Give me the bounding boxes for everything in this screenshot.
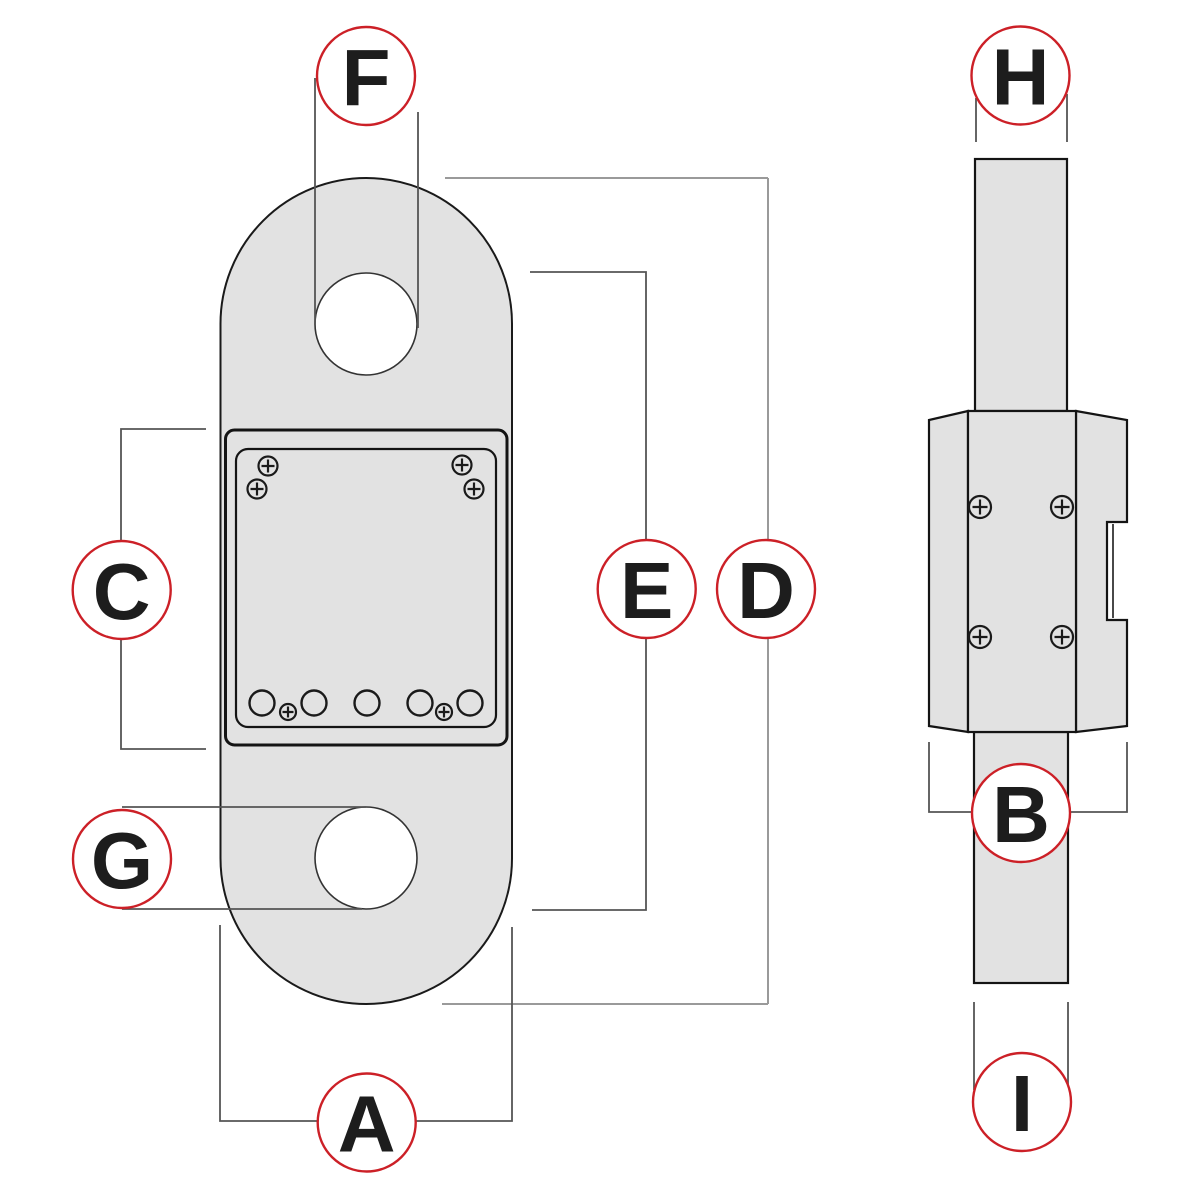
side-housing-right-plate [1074, 409, 1129, 734]
label-C: C [71, 539, 172, 641]
label-D-text: D [737, 546, 795, 635]
side-housing-left-plate [927, 409, 970, 734]
front-button-5 [456, 689, 484, 717]
side-housing-face [966, 409, 1078, 734]
label-B-text: B [992, 770, 1050, 859]
label-D: D [715, 538, 817, 640]
label-I: I [971, 1051, 1073, 1153]
label-H-text: H [992, 33, 1050, 122]
screw-top-left-1 [257, 455, 279, 477]
front-button-4 [406, 689, 434, 717]
screw-bottom-row-2 [434, 702, 454, 722]
screw-top-right-2 [463, 478, 485, 500]
side-screw-3 [967, 624, 993, 650]
label-G-text: G [91, 816, 153, 905]
label-C-text: C [93, 547, 151, 636]
label-F-text: F [342, 33, 391, 122]
side-top-bar [973, 157, 1069, 413]
side-screw-4 [1049, 624, 1075, 650]
front-button-2 [300, 689, 328, 717]
label-F: F [315, 25, 417, 127]
dimension-labels: F H C E D G B A [71, 25, 1073, 1173]
screw-top-right-1 [451, 454, 473, 476]
front-view [219, 177, 513, 1005]
front-panel-inner [234, 447, 498, 729]
side-screw-2 [1049, 494, 1075, 520]
label-A-text: A [338, 1080, 396, 1169]
front-button-3 [353, 689, 381, 717]
front-bottom-hole [314, 806, 418, 910]
front-button-1 [248, 689, 276, 717]
label-G: G [71, 808, 173, 910]
label-I-text: I [1011, 1059, 1033, 1148]
label-E-text: E [620, 546, 673, 635]
label-E: E [596, 538, 697, 640]
label-A: A [316, 1072, 417, 1173]
label-B: B [970, 762, 1072, 864]
screw-top-left-2 [246, 478, 268, 500]
screw-bottom-row-1 [278, 702, 298, 722]
front-top-hole [314, 272, 418, 376]
label-H: H [970, 25, 1071, 126]
side-screw-1 [967, 494, 993, 520]
